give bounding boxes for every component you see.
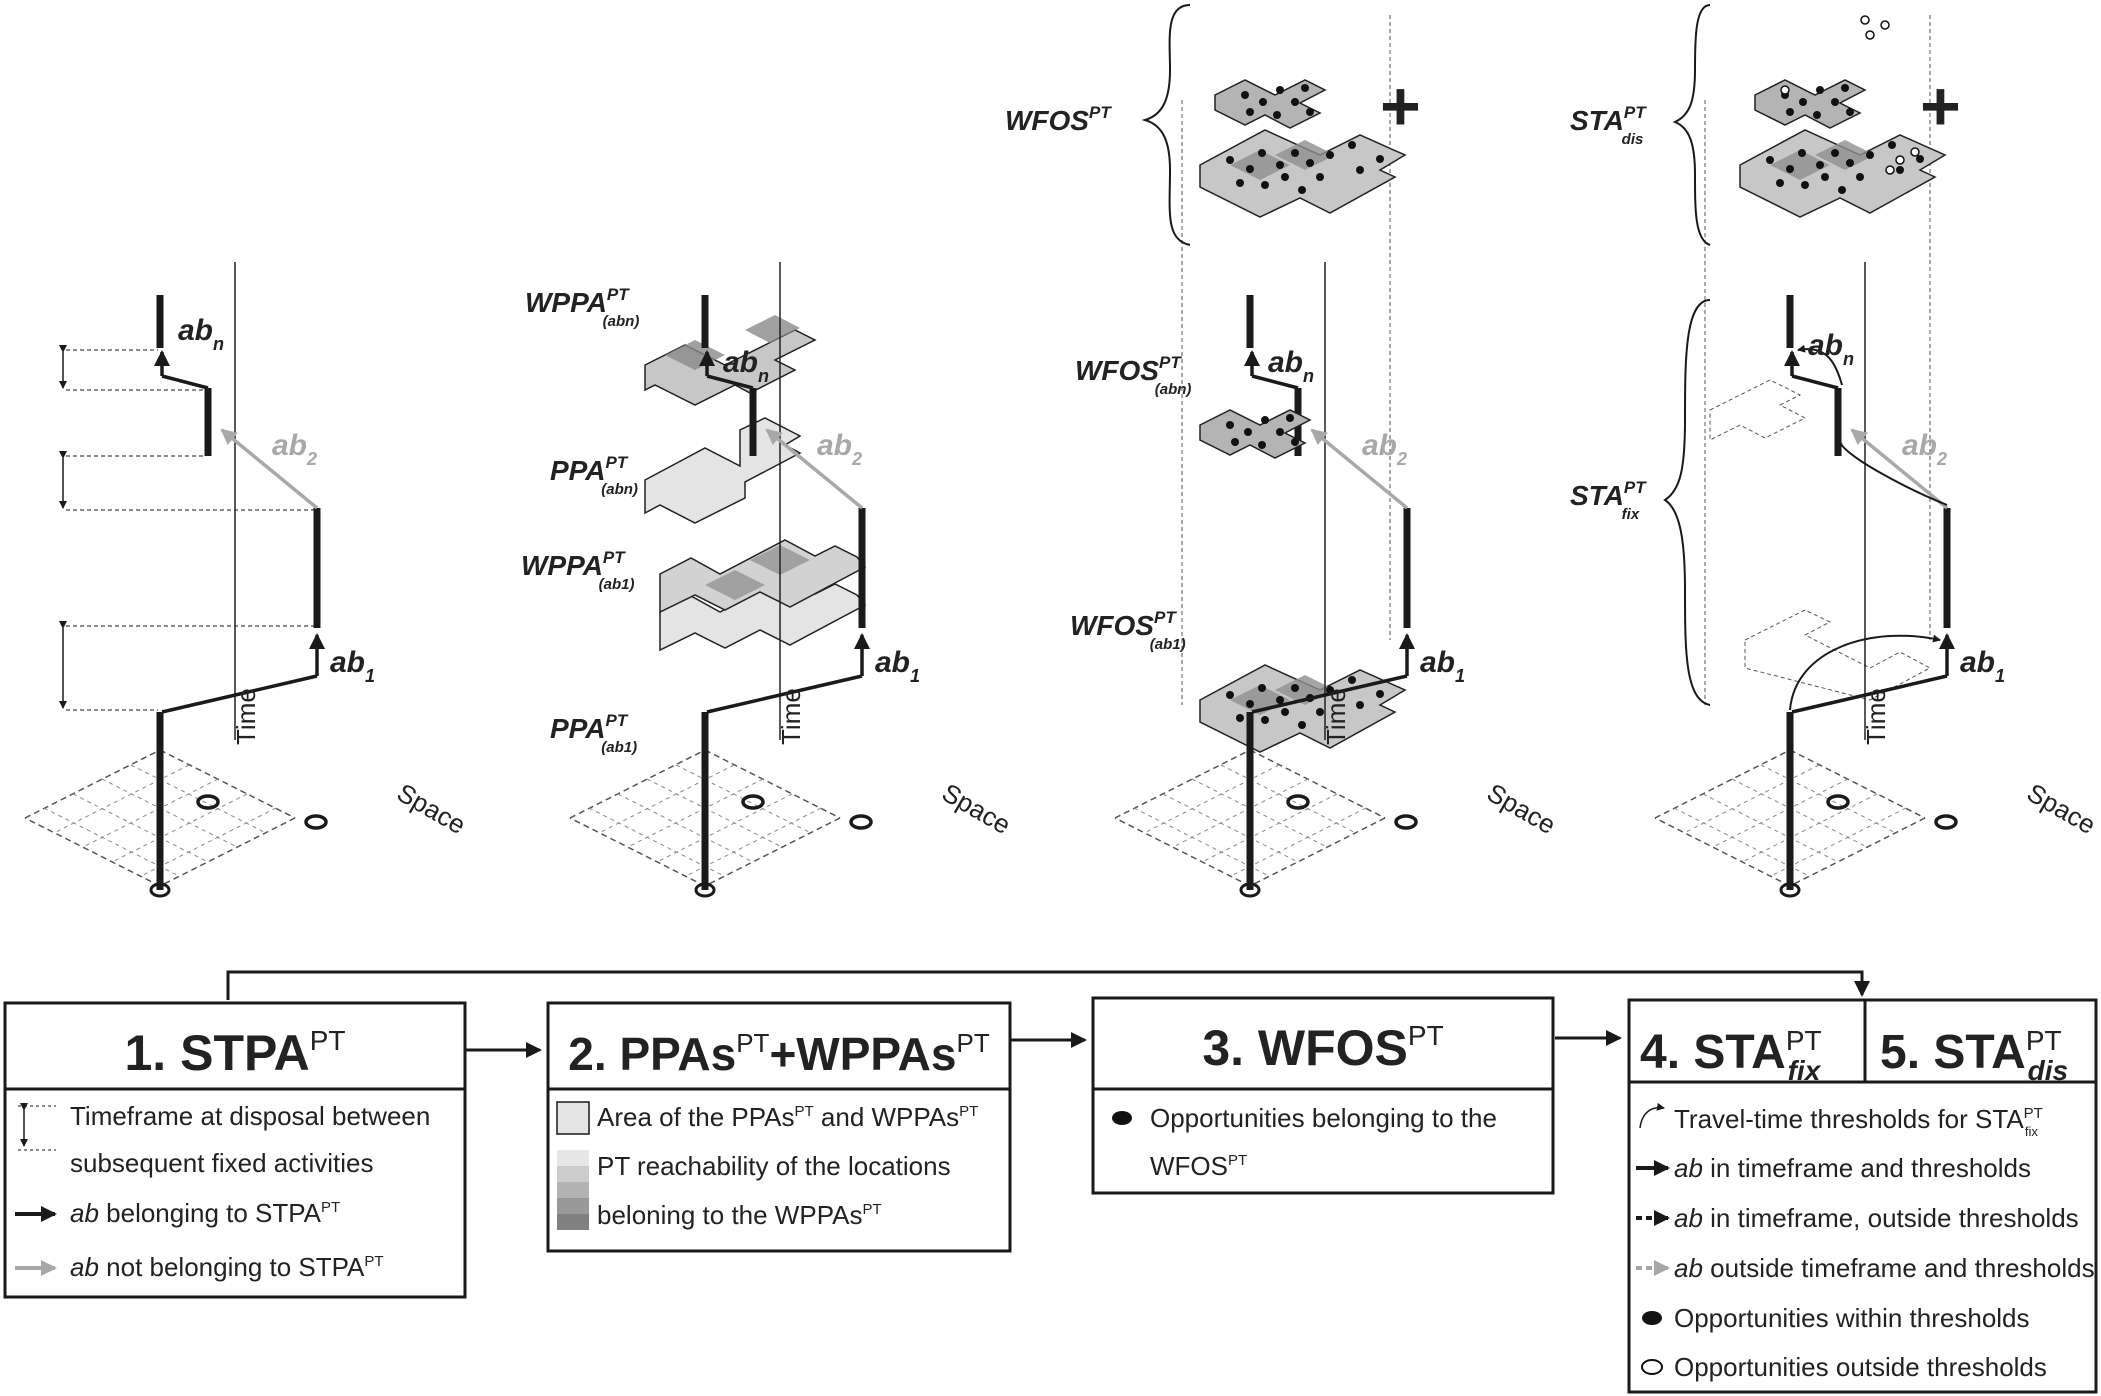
space-axis-label: Space xyxy=(2022,777,2101,840)
step-3-box: 3. WFOSPT Opportunities belonging to the… xyxy=(1091,996,1555,1195)
time-axis-label: Time xyxy=(776,688,806,745)
legend-ab-belonging: ab belonging to STPAPT xyxy=(70,1198,340,1228)
space-axis-label: Space xyxy=(392,777,471,840)
legend-reachability-line1: PT reachability of the locations xyxy=(597,1151,951,1181)
sta-fix-brace xyxy=(1663,299,1711,706)
legend-reachability-line2: beloning to the WPPAsPT xyxy=(597,1200,882,1230)
step-2-title: 2. PPAsPT+WPPAsPT xyxy=(568,1028,990,1080)
panel-stpa-diagram: Time Space abn ab2 ab1 xyxy=(25,262,471,896)
label-ab-n: abn xyxy=(178,314,224,354)
time-axis-label: Time xyxy=(231,688,261,745)
label-ab-2: ab2 xyxy=(1362,429,1407,469)
legend-opp-within: Opportunities within thresholds xyxy=(1674,1303,2030,1333)
workflow-steps: 1. STPAPT Timeframe at disposal between … xyxy=(3,970,2098,1394)
sta-dis-brace xyxy=(1672,4,1711,246)
label-wfos: WFOSPT xyxy=(1005,103,1112,136)
step-1-box: 1. STPAPT Timeframe at disposal between … xyxy=(3,1001,467,1299)
label-ab-n: abn xyxy=(1268,346,1314,386)
legend-area-ppas: Area of the PPAsPT and WPPAsPT xyxy=(597,1102,978,1132)
space-axis-label: Space xyxy=(1482,777,1561,840)
label-ab-n: abn xyxy=(723,346,769,386)
plus-sign: + xyxy=(1380,67,1421,145)
legend-opportunities-line1: Opportunities belonging to the xyxy=(1150,1103,1497,1133)
legend-opportunities-line2: WFOSPT xyxy=(1150,1151,1247,1181)
label-ab-1: ab1 xyxy=(1420,646,1465,686)
legend-ab-outside-timeframe: ab outside timeframe and thresholds xyxy=(1674,1253,2095,1283)
label-ab-1: ab1 xyxy=(875,646,920,686)
label-wppa-ab1: WPPAPT(ab1) xyxy=(521,548,635,593)
label-ab-n: abn xyxy=(1808,329,1854,369)
legend-ab-outside-thresholds: ab in timeframe, outside thresholds xyxy=(1674,1203,2079,1233)
time-axis-label: Time xyxy=(1321,688,1351,745)
label-ab-1: ab1 xyxy=(330,646,375,686)
label-ab-2: ab2 xyxy=(817,429,862,469)
step-3-title: 3. WFOSPT xyxy=(1202,1020,1443,1076)
time-axis-label: Time xyxy=(1861,688,1891,745)
step-1-title: 1. STPAPT xyxy=(124,1025,345,1081)
legend-ab-not-belonging: ab not belonging to STPAPT xyxy=(70,1252,384,1282)
label-ab-2: ab2 xyxy=(272,429,317,469)
label-ab-2: ab2 xyxy=(1902,429,1947,469)
panel-ppa-diagram: Time Space abn ab2 ab1 WPPAPT(abn) PPAPT… xyxy=(521,262,1016,896)
wfos-brace xyxy=(1141,4,1191,246)
legend-ab-in-thresholds: ab in timeframe and thresholds xyxy=(1674,1153,2031,1183)
panel-wfos-diagram: + Time Space abn ab2 ab1 WFOSPT WFOSPT(a… xyxy=(1005,4,1561,896)
label-ppa-abn: PPAPT(abn) xyxy=(550,453,638,498)
legend-opp-outside: Opportunities outside thresholds xyxy=(1674,1352,2047,1382)
legend-timeframe-line1: Timeframe at disposal between xyxy=(70,1101,430,1131)
legend-timeframe-line2: subsequent fixed activities xyxy=(70,1148,374,1178)
space-axis-label: Space xyxy=(937,777,1016,840)
label-wfos-abn: WFOSPT(abn) xyxy=(1075,353,1191,398)
label-ppa-ab1: PPAPT(ab1) xyxy=(550,711,637,756)
step-2-box: 2. PPAsPT+WPPAsPT Area of the PPAsPT and… xyxy=(546,1001,1012,1253)
label-ab-1: ab1 xyxy=(1960,646,2005,686)
plus-sign: + xyxy=(1920,67,1961,145)
label-wfos-ab1: WFOSPT(ab1) xyxy=(1070,608,1186,653)
label-wppa-abn: WPPAPT(abn) xyxy=(525,285,639,330)
